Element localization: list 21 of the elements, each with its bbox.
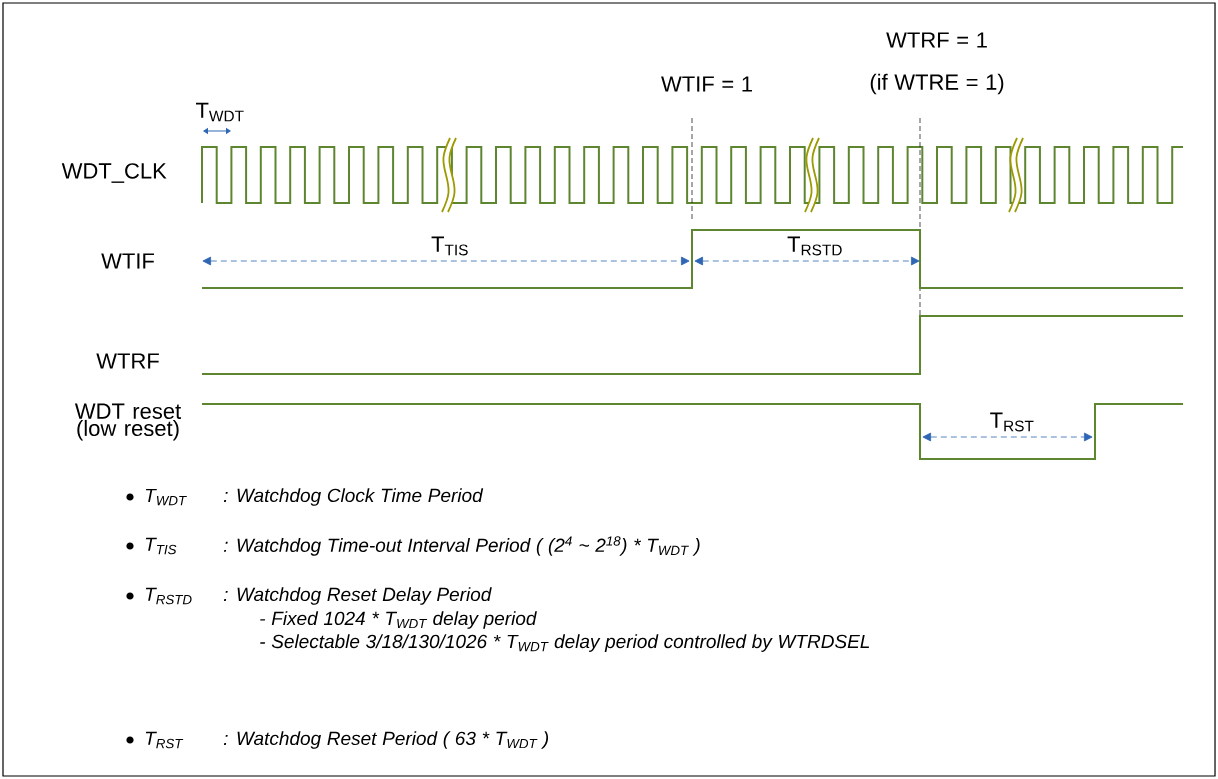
signal-name: WTRF xyxy=(96,353,159,369)
term-label: T$_{TIS}$ xyxy=(145,537,177,555)
signal-label: WTRF = 1 xyxy=(886,32,987,48)
term-label: T$_{RST}$ xyxy=(145,731,184,749)
description-text: : Watchdog Reset Delay Period xyxy=(223,587,492,605)
signal-label: (if WTRE = 1) xyxy=(870,73,1004,95)
timing-label: T$_{RSTD}$ xyxy=(787,236,842,256)
term-label: T$_{RSTD}$ xyxy=(145,587,192,605)
description-text: : Watchdog Clock Time Period xyxy=(223,488,484,506)
timing-label: T$_{RST}$ xyxy=(990,412,1034,432)
description-text: : Watchdog Reset Period ( 63 * T$_{WDT}$ ) xyxy=(223,731,549,749)
description-text: : Watchdog Time-out Interval Period ( (2$^{4}$ ~ 2$^{18}$) * T$_{WDT}$ ) xyxy=(223,536,700,556)
timing-label: T$_{WDT}$ xyxy=(196,102,244,122)
description-text: - Selectable 3/18/130/1026 * T$_{WDT}$ delay period controlled by WTRDSEL xyxy=(260,634,870,652)
signal-name: WDT_CLK xyxy=(61,163,167,183)
signal-label: WTIF = 1 xyxy=(661,76,752,92)
description-text: - Fixed 1024 * T$_{WDT}$ delay period xyxy=(260,611,537,629)
timing-label: T$_{TIS}$ xyxy=(431,236,468,256)
signal-name: WDT reset (low reset) xyxy=(74,403,181,441)
signal-name: WTIF xyxy=(101,253,154,269)
term-label: T$_{WDT}$ xyxy=(145,488,187,506)
